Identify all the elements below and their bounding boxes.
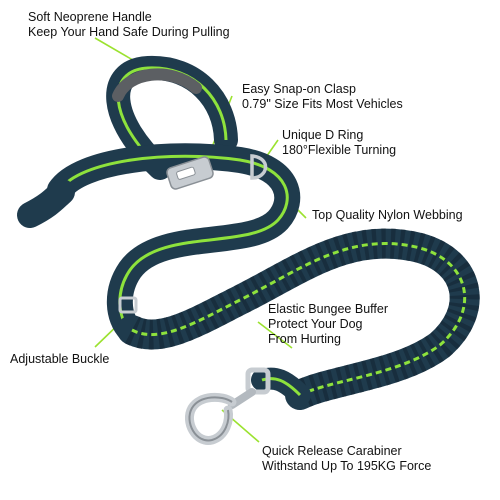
d-ring-callout: Unique D Ring 180°Flexible Turning bbox=[282, 128, 396, 158]
clasp-callout-line2: 0.79" Size Fits Most Vehicles bbox=[242, 97, 403, 111]
handle-callout-line1: Soft Neoprene Handle bbox=[28, 10, 152, 24]
handle-loop bbox=[106, 55, 238, 180]
neoprene-padding bbox=[112, 68, 202, 102]
nylon-webbing bbox=[17, 143, 301, 343]
d-ring-callout-line1: Unique D Ring bbox=[282, 128, 364, 142]
bungee-callout-line3: From Hurting bbox=[268, 332, 341, 346]
bungee-buffer bbox=[117, 228, 480, 410]
clasp-callout-line1: Easy Snap-on Clasp bbox=[242, 82, 356, 96]
webbing-callout-line1: Top Quality Nylon Webbing bbox=[312, 208, 463, 222]
buckle-callout-line1: Adjustable Buckle bbox=[10, 352, 110, 366]
webbing-callout: Top Quality Nylon Webbing bbox=[312, 208, 463, 223]
buckle-callout: Adjustable Buckle bbox=[10, 352, 109, 367]
d-ring bbox=[250, 154, 268, 180]
bungee-callout-line2: Protect Your Dog bbox=[268, 317, 363, 331]
bungee-callout-line1: Elastic Bungee Buffer bbox=[268, 302, 388, 316]
snap-on-clasp bbox=[166, 156, 214, 190]
adjustable-buckle bbox=[118, 296, 138, 314]
carabiner bbox=[185, 367, 271, 445]
handle-callout-line2: Keep Your Hand Safe During Pulling bbox=[28, 25, 230, 39]
d-ring-callout-line2: 180°Flexible Turning bbox=[282, 143, 397, 157]
carabiner-callout-line1: Quick Release Carabiner bbox=[262, 444, 402, 458]
end-tab bbox=[251, 367, 311, 406]
handle-callout: Soft Neoprene Handle Keep Your Hand Safe… bbox=[28, 10, 230, 40]
bungee-callout: Elastic Bungee Buffer Protect Your Dog F… bbox=[268, 302, 388, 347]
carabiner-callout-line2: Withstand Up To 195KG Force bbox=[262, 459, 432, 473]
bungee-callout-line bbox=[257, 321, 293, 349]
clasp-callout: Easy Snap-on Clasp 0.79" Size Fits Most … bbox=[242, 82, 403, 112]
carabiner-callout: Quick Release Carabiner Withstand Up To … bbox=[262, 444, 431, 474]
